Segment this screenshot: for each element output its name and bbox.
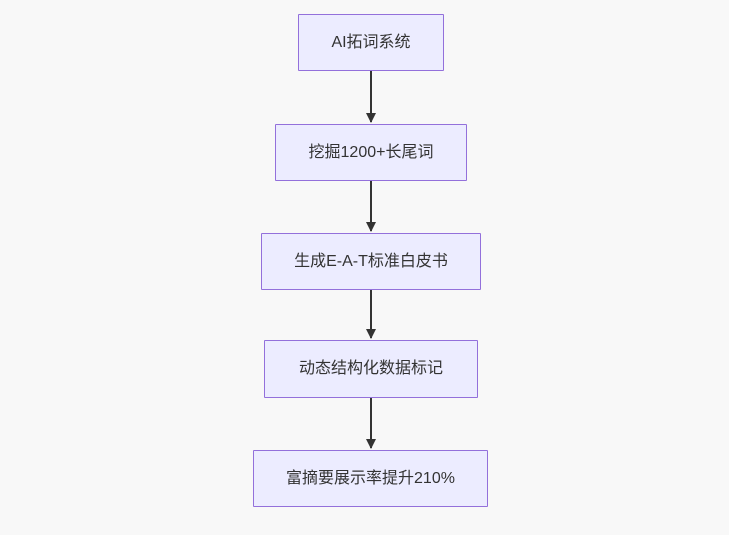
flow-node-longtail-mining: 挖掘1200+长尾词 bbox=[275, 124, 467, 181]
flow-node-eat-whitepaper: 生成E-A-T标准白皮书 bbox=[261, 233, 481, 290]
flow-node-label: 动态结构化数据标记 bbox=[298, 360, 443, 377]
flow-node-label: 生成E-A-T标准白皮书 bbox=[294, 252, 448, 270]
flow-node-ai-keyword-system: AI拓词系统 bbox=[298, 14, 444, 71]
flow-node-structured-data-markup: 动态结构化数据标记 bbox=[264, 340, 478, 398]
flow-node-rich-snippet-uplift: 富摘要展示率提升210% bbox=[253, 450, 488, 507]
flow-node-label: AI拓词系统 bbox=[331, 33, 411, 51]
flow-node-label: 挖掘1200+长尾词 bbox=[308, 143, 434, 161]
flow-node-label: 富摘要展示率提升210% bbox=[286, 469, 455, 487]
